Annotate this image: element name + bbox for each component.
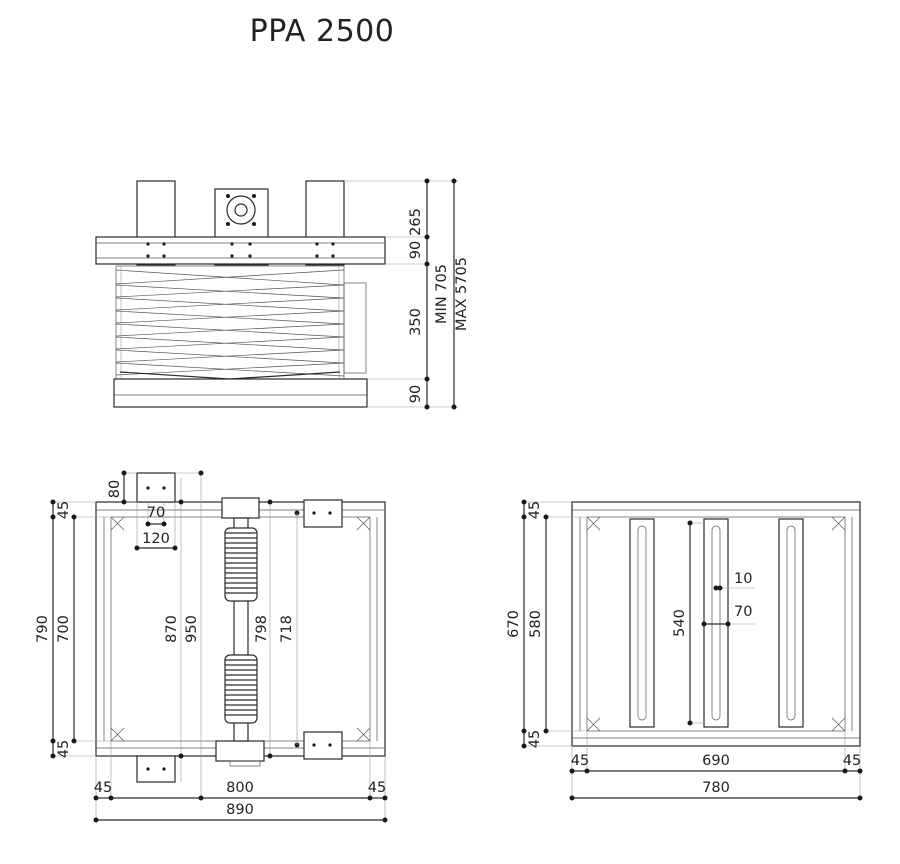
- dim-800: 800: [226, 780, 254, 796]
- dim-45-left-top: 45: [56, 501, 72, 519]
- plate-top-right: [303, 499, 343, 528]
- slotted-plate-right: [778, 518, 804, 728]
- dim-45-bottom: 45: [527, 730, 543, 748]
- dim-950: 950: [184, 615, 200, 643]
- dim-45-left: 45: [571, 753, 589, 769]
- base-view: 45 670 580 45 540 10 70 45 690 45 780: [506, 499, 863, 801]
- dim-670: 670: [506, 610, 522, 638]
- scissor-mechanism: [115, 265, 367, 391]
- dim-580: 580: [528, 610, 544, 638]
- motor-mount-bottom: [215, 740, 265, 762]
- top-beam: [95, 236, 386, 265]
- plate-bottom-right: [303, 731, 343, 760]
- bellows-upper: [224, 527, 258, 602]
- bolt-hole: [252, 194, 256, 198]
- side-view: 265 90 350 90 MIN 705 MAX 5705: [95, 178, 470, 410]
- dim-70-bracket: 70: [147, 505, 165, 521]
- dim-45-bottom-right: 45: [368, 780, 386, 796]
- dim-45-bottom-left: 45: [94, 780, 112, 796]
- dim-max: MAX 5705: [454, 257, 470, 331]
- mount-bracket-top: [136, 472, 176, 503]
- dim-265: 265: [408, 208, 424, 236]
- dim-90-top: 90: [408, 241, 424, 259]
- dim-870: 870: [164, 615, 180, 643]
- bellows-lower: [224, 654, 258, 724]
- dim-70-slot: 70: [734, 604, 752, 620]
- slotted-plate-left: [629, 518, 655, 728]
- motor-shaft: [234, 203, 248, 217]
- dim-80: 80: [107, 480, 123, 498]
- dim-890: 890: [226, 802, 254, 818]
- dim-700: 700: [56, 615, 72, 643]
- bolt-hole: [226, 194, 230, 198]
- base-frame-inner: [586, 516, 846, 732]
- dim-690: 690: [702, 753, 730, 769]
- mount-bracket-bottom: [136, 755, 176, 783]
- top-view: 80 70 120 45 790 700 45 870 950 798 718 …: [35, 470, 388, 823]
- slotted-plate-center: [703, 518, 729, 728]
- dim-780: 780: [702, 780, 730, 796]
- dim-798: 798: [254, 615, 270, 643]
- dim-90-bottom: 90: [408, 385, 424, 403]
- dim-790: 790: [35, 615, 51, 643]
- bolt-hole: [252, 222, 256, 226]
- base-frame: [113, 378, 368, 408]
- dim-350: 350: [408, 308, 424, 336]
- dim-718: 718: [279, 615, 295, 643]
- dim-120: 120: [142, 531, 170, 547]
- dim-540: 540: [672, 609, 688, 637]
- dim-45-top: 45: [527, 501, 543, 519]
- bolt-hole: [226, 222, 230, 226]
- dim-45-left-bottom: 45: [56, 740, 72, 758]
- dim-10: 10: [734, 571, 752, 587]
- dim-min: MIN 705: [434, 264, 450, 324]
- drawing-title: PPA 2500: [249, 14, 395, 49]
- motor-mount-top: [221, 497, 260, 519]
- dim-45-right: 45: [843, 753, 861, 769]
